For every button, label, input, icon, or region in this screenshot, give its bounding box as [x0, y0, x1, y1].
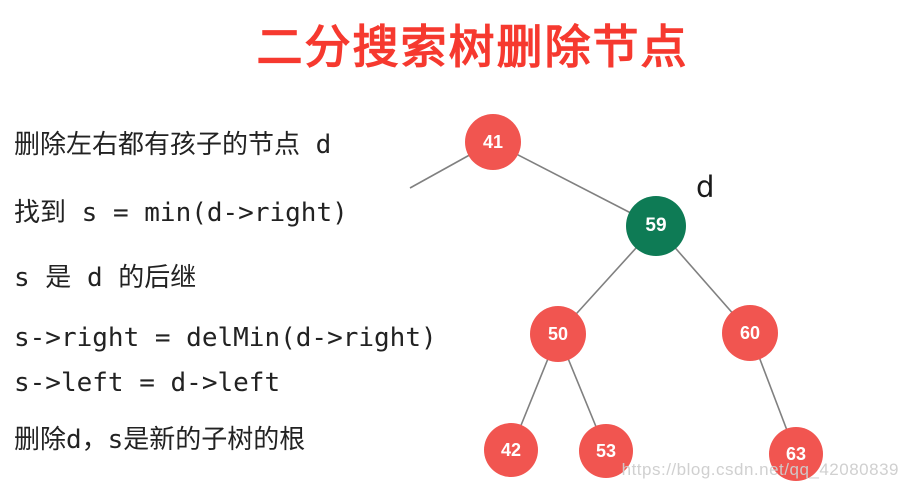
tree-node-42: 42 — [484, 423, 538, 477]
node-d-annotation: d — [696, 170, 715, 204]
note-line-delete-node-with-children: 删除左右都有孩子的节点 d — [14, 130, 332, 160]
tree-node-50: 50 — [530, 306, 586, 362]
note-line-s-left-assignment: s->left = d->left — [14, 368, 281, 398]
csdn-watermark: https://blog.csdn.net/qq_42080839 — [621, 460, 899, 479]
tree-node-53: 53 — [579, 424, 633, 478]
tree-node-60: 60 — [722, 305, 778, 361]
note-line-s-new-subtree-root: 删除d，s是新的子树的根 — [14, 425, 306, 455]
note-line-s-right-assignment: s->right = delMin(d->right) — [14, 323, 437, 353]
page-title: 二分搜索树删除节点 — [256, 20, 689, 74]
tree-node-59-highlighted-d: 59 — [626, 196, 686, 256]
note-line-find-successor: 找到 s = min(d->right) — [14, 198, 348, 228]
tree-node-41: 41 — [465, 114, 521, 170]
note-line-s-is-successor: s 是 d 的后继 — [14, 263, 197, 293]
tree-node-63: 63 — [769, 427, 823, 481]
